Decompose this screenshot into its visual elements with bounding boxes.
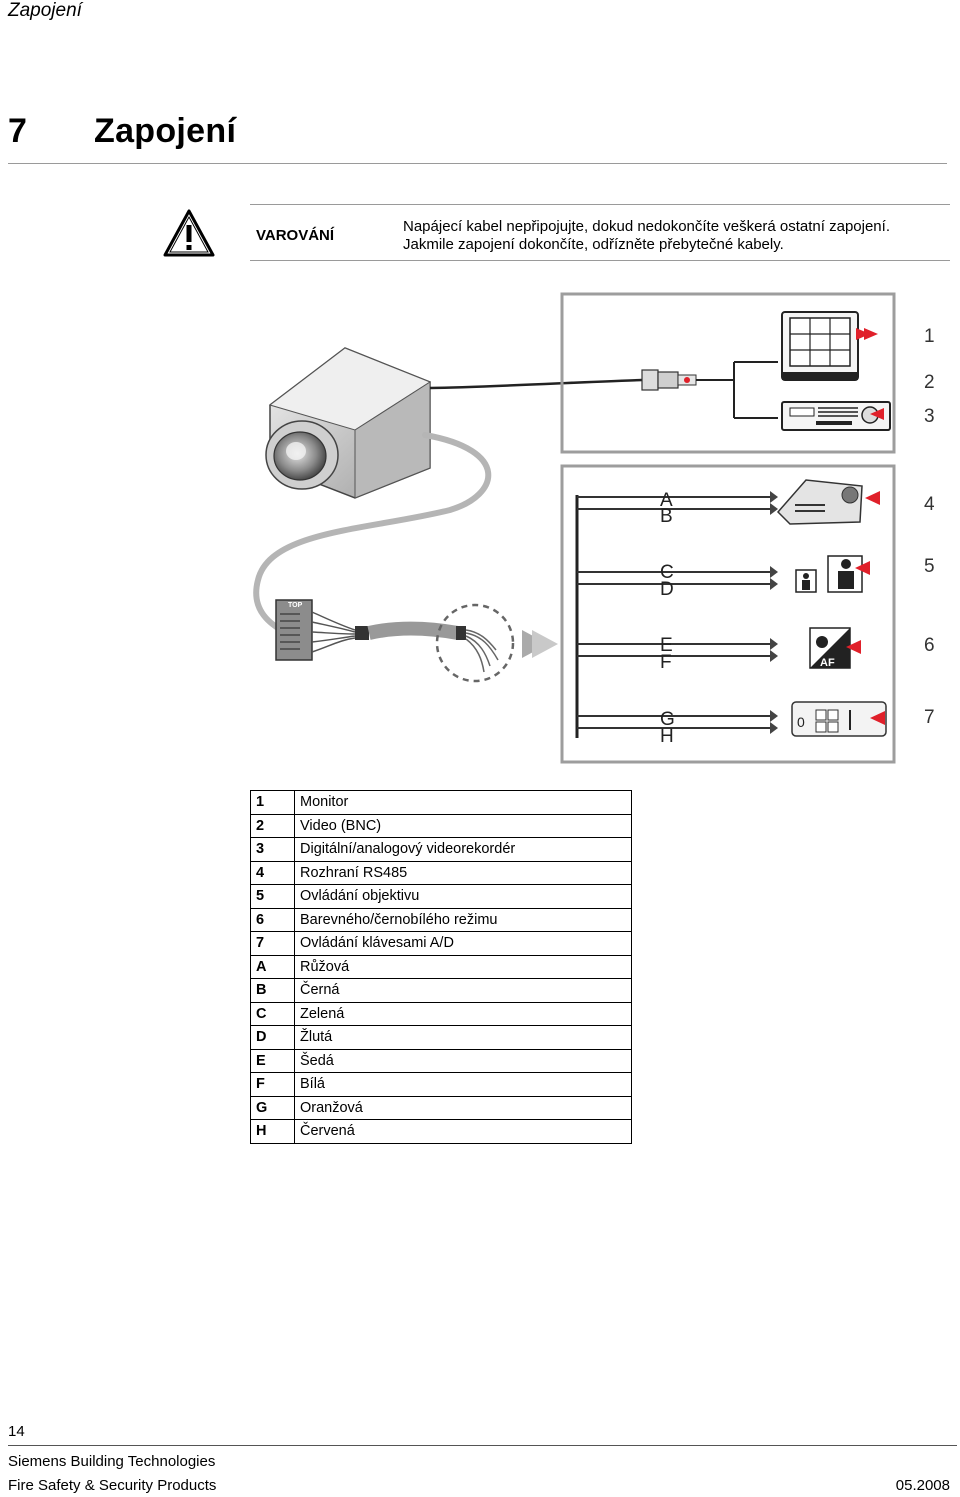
legend-code: A [250, 954, 295, 979]
legend-code: 4 [250, 860, 295, 885]
wire-letter-h: H [660, 726, 674, 747]
chapter-divider [8, 163, 947, 164]
warning-divider-top [250, 204, 950, 205]
zoom-people-icon [795, 555, 863, 593]
warning-line: Napájecí kabel nepřipojujte, dokud nedok… [403, 218, 890, 235]
wire-letter-g: G [660, 709, 675, 730]
callout-5: 5 [924, 556, 935, 577]
warning-text: Napájecí kabel nepřipojujte, dokud nedok… [403, 218, 890, 254]
callout-4: 4 [924, 494, 935, 515]
af-label: AF [820, 657, 835, 669]
wire-letter-f: F [660, 652, 672, 673]
legend-code: E [250, 1048, 295, 1073]
legend-code: 6 [250, 907, 295, 932]
ad-keypad-icon: 0 [791, 701, 887, 737]
legend-description: Rozhraní RS485 [294, 860, 632, 885]
warning-block: VAROVÁNÍ Napájecí kabel nepřipojujte, do… [0, 200, 960, 264]
legend-description: Červená [294, 1119, 632, 1144]
legend-description: Ovládání objektivu [294, 884, 632, 909]
terminal-connector-icon: TOP [275, 599, 313, 661]
color-mode-af-icon: AF [809, 627, 851, 669]
legend-code: 2 [250, 813, 295, 838]
legend-code: H [250, 1119, 295, 1144]
wire-letter-d: D [660, 579, 674, 600]
wire-letter-a: A [660, 490, 673, 511]
warning-label: VAROVÁNÍ [256, 227, 335, 244]
bnc-connector-icon [641, 369, 697, 391]
chapter-title: Zapojení [94, 112, 237, 150]
callout-3: 3 [924, 406, 935, 427]
legend-code: 5 [250, 884, 295, 909]
control-panel [560, 464, 896, 764]
legend-description: Barevného/černobílého režimu [294, 907, 632, 932]
running-header: Zapojení [8, 0, 82, 21]
wire-letter-c: C [660, 562, 674, 583]
legend-description: Zelená [294, 1001, 632, 1026]
wire-letter-e: E [660, 635, 673, 656]
wiring-diagram-svg: AF 0 TOP [253, 292, 935, 764]
output-panel [560, 292, 896, 454]
svg-text:0: 0 [797, 714, 805, 730]
legend-code: D [250, 1025, 295, 1050]
legend-code: G [250, 1095, 295, 1120]
footer-date: 05.2008 [895, 1477, 950, 1494]
monitor-icon [781, 311, 859, 381]
callout-2: 2 [924, 372, 935, 393]
legend-description: Oranžová [294, 1095, 632, 1120]
keyboard-controller-icon [776, 479, 863, 525]
legend-description: Bílá [294, 1072, 632, 1097]
footer-divider [8, 1445, 957, 1446]
legend-code: 7 [250, 931, 295, 956]
legend-code: 3 [250, 837, 295, 862]
callout-6: 6 [924, 635, 935, 656]
legend-description: Černá [294, 978, 632, 1003]
wiring-diagram: AF 0 TOP [250, 290, 940, 768]
warning-divider-bottom [250, 260, 950, 261]
legend-code: B [250, 978, 295, 1003]
warning-triangle-icon [163, 209, 215, 257]
legend-description: Digitální/analogový videorekordér [294, 837, 632, 862]
legend-code: C [250, 1001, 295, 1026]
legend-description: Žlutá [294, 1025, 632, 1050]
legend-description: Ovládání klávesami A/D [294, 931, 632, 956]
chapter-number: 7 [8, 112, 28, 150]
legend-description: Monitor [294, 790, 632, 815]
footer-company: Siemens Building Technologies [8, 1453, 216, 1470]
legend-code: F [250, 1072, 295, 1097]
legend-description: Šedá [294, 1048, 632, 1073]
legend-code: 1 [250, 790, 295, 815]
camera-icon [265, 347, 432, 499]
callout-1: 1 [924, 326, 935, 347]
legend-description: Růžová [294, 954, 632, 979]
page-number: 14 [8, 1423, 25, 1440]
top-label: TOP [288, 602, 303, 609]
footer-division: Fire Safety & Security Products [8, 1477, 217, 1494]
wire-letter-b: B [660, 506, 673, 527]
warning-line: Jakmile zapojení dokončíte, odřízněte př… [403, 236, 784, 253]
callout-7: 7 [924, 707, 935, 728]
dvr-icon [781, 401, 891, 431]
legend-description: Video (BNC) [294, 813, 632, 838]
